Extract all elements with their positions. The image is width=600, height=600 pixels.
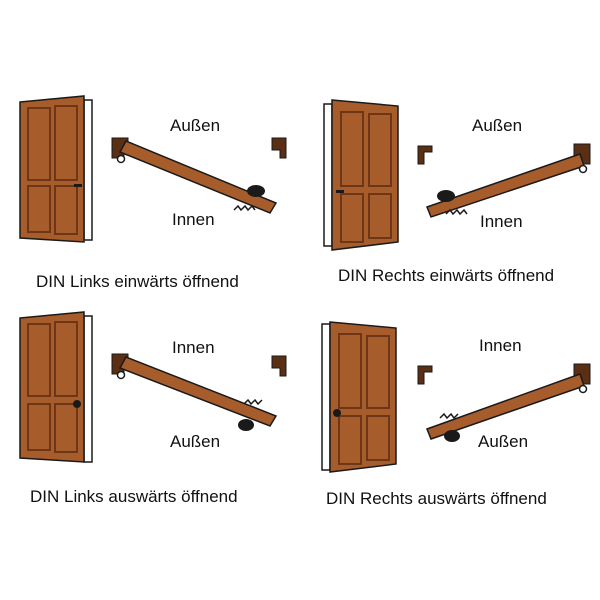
inside-label: Innen	[480, 212, 523, 231]
door-panel-lower-right	[54, 185, 78, 235]
door-leaf	[331, 99, 399, 251]
diagram-din-rechts-einwaerts: Außen Innen DIN Rechts einwärts öffnend	[300, 0, 600, 300]
latch	[445, 208, 468, 216]
door-illustration	[19, 311, 287, 463]
door-frame	[323, 103, 333, 247]
door-panel-lower-right	[368, 193, 392, 239]
door-illustration	[321, 321, 591, 473]
outside-label: Außen	[170, 116, 221, 135]
hinge	[578, 164, 588, 174]
door-frame	[321, 323, 331, 471]
door-panel-lower-left	[27, 403, 51, 451]
door-knob	[444, 430, 460, 442]
hinge	[116, 154, 126, 164]
diagram-din-links-auswaerts: Innen Außen DIN Links auswärts öffnend	[0, 300, 300, 600]
hinge	[116, 370, 126, 380]
door-leaf-plan	[118, 140, 278, 214]
outside-label: Außen	[478, 432, 529, 451]
door-handle	[336, 190, 344, 193]
latch	[439, 412, 459, 420]
door-panel-lower-left	[27, 185, 51, 233]
door-leaf-plan	[426, 373, 585, 440]
latch	[243, 398, 263, 406]
door-panel-upper-right	[54, 105, 78, 181]
caption: DIN Links auswärts öffnend	[30, 487, 238, 506]
door-panel-upper-right	[54, 321, 78, 397]
door-panel-lower-left	[340, 193, 364, 243]
door-leaf-plan	[118, 356, 278, 427]
frame-block-right	[271, 355, 287, 377]
diagram-din-rechts-auswaerts: Innen Außen DIN Rechts auswärts öffnend	[300, 300, 600, 600]
door-knob-front	[73, 400, 81, 408]
door-leaf-plan	[426, 153, 585, 218]
frame-block-left	[417, 365, 433, 385]
outside-label: Außen	[170, 432, 221, 451]
door-panel-upper-left	[27, 107, 51, 181]
door-panel-lower-left	[338, 415, 362, 465]
frame-block-left	[417, 145, 433, 165]
outside-label: Außen	[472, 116, 523, 135]
caption: DIN Rechts auswärts öffnend	[326, 489, 547, 508]
caption: DIN Links einwärts öffnend	[36, 272, 239, 291]
door-leaf	[329, 321, 397, 473]
latch	[233, 204, 256, 212]
door-panel-lower-right	[366, 415, 390, 461]
door-leaf	[19, 95, 85, 243]
door-leaf	[19, 311, 85, 463]
door-knob	[437, 190, 455, 202]
door-panel-upper-left	[340, 111, 364, 187]
diagram-din-links-einwaerts: Außen Innen DIN Links einwärts öffnend	[0, 0, 300, 300]
door-knob	[238, 419, 254, 431]
door-handle	[74, 184, 82, 187]
inside-label: Innen	[172, 338, 215, 357]
caption: DIN Rechts einwärts öffnend	[338, 266, 555, 285]
door-panel-upper-right	[368, 113, 392, 187]
door-knob	[247, 185, 265, 197]
frame-block-right	[271, 137, 287, 159]
door-illustration	[19, 95, 287, 243]
hinge	[578, 384, 588, 394]
door-panel-upper-left	[338, 333, 362, 409]
door-panel-lower-right	[54, 403, 78, 453]
door-illustration	[323, 99, 591, 251]
door-panel-upper-left	[27, 323, 51, 397]
inside-label: Innen	[172, 210, 215, 229]
door-frame	[83, 99, 93, 241]
door-frame	[83, 315, 93, 463]
inside-label: Innen	[479, 336, 522, 355]
door-knob-front	[333, 409, 341, 417]
door-panel-upper-right	[366, 335, 390, 409]
